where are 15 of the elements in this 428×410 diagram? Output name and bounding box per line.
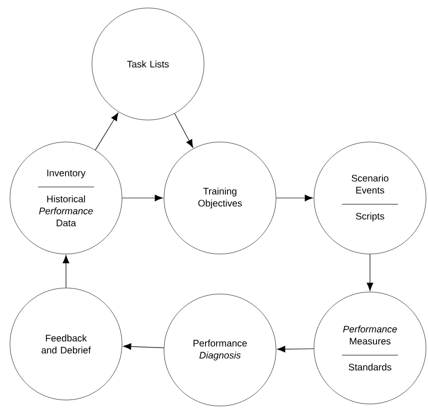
circle-node: Performance Measures Standards bbox=[314, 292, 426, 404]
arrow bbox=[277, 346, 314, 352]
arrow bbox=[366, 254, 374, 291]
circle-node: Performance Diagnosis bbox=[164, 294, 276, 406]
circle-node: Task Lists bbox=[92, 8, 204, 120]
arrow bbox=[95, 112, 118, 150]
arrow bbox=[122, 194, 163, 202]
circle-node: Inventory Historical Performance Data bbox=[10, 142, 122, 254]
arrow bbox=[62, 255, 70, 288]
arrow bbox=[174, 113, 194, 148]
circle-node: Training Objectives bbox=[164, 142, 276, 254]
arrow bbox=[276, 194, 313, 202]
circle-node: Scenario Events Scripts bbox=[314, 142, 426, 254]
circle-node: Feedback and Debrief bbox=[10, 288, 122, 400]
arrow bbox=[123, 343, 164, 350]
